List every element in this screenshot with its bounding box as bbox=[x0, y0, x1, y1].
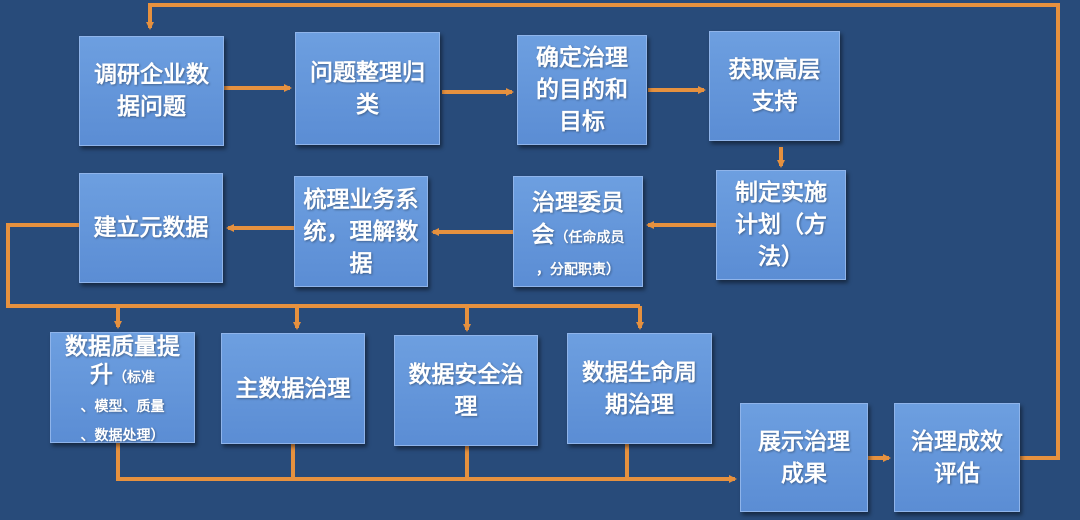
step-label: 数据质量提升 bbox=[65, 334, 180, 388]
step-get-exec-support: 获取高层支持 bbox=[709, 31, 840, 141]
step-label: 建立元数据 bbox=[93, 215, 209, 241]
step-survey-data-problems: 调研企业数据问题 bbox=[79, 36, 224, 146]
step-note: 、模型、质量 bbox=[80, 399, 165, 415]
step-note: 、数据处理） bbox=[80, 428, 165, 444]
step-label: 治理委员会 bbox=[531, 190, 625, 248]
branch-bus-top bbox=[6, 223, 640, 308]
step-label: 数据安全治理 bbox=[408, 361, 524, 420]
step-show-results: 展示治理成果 bbox=[740, 403, 868, 512]
step-build-metadata: 建立元数据 bbox=[79, 173, 223, 283]
step-label: 展示治理成果 bbox=[758, 428, 850, 487]
step-data-quality: 数据质量提升（标准、模型、质量、数据处理） bbox=[50, 332, 195, 444]
step-data-lifecycle: 数据生命周期治理 bbox=[567, 333, 712, 444]
feedback-loop-arrow bbox=[146, 3, 1060, 460]
step-classify-problems: 问题整理归类 bbox=[295, 32, 440, 145]
step-label: 调研企业数据问题 bbox=[94, 62, 209, 120]
step-label: 制定实施计划（方法） bbox=[735, 180, 827, 270]
step-understand-data: 梳理业务系统，理解数据 bbox=[294, 176, 428, 287]
step-define-goals: 确定治理的目的和目标 bbox=[517, 35, 647, 145]
step-note: ，分配职责） bbox=[536, 262, 620, 278]
step-master-data: 主数据治理 bbox=[221, 333, 365, 444]
merge-bus-bottom bbox=[116, 443, 737, 483]
step-note: （标准 bbox=[113, 370, 155, 386]
step-label: 问题整理归类 bbox=[310, 59, 425, 118]
step-label: 数据生命周期治理 bbox=[582, 359, 697, 418]
step-data-security: 数据安全治理 bbox=[394, 335, 538, 446]
step-label: 梳理业务系统，理解数据 bbox=[303, 186, 419, 277]
step-note: （任命成员 bbox=[554, 230, 625, 246]
step-governance-committee: 治理委员会（任命成员 ，分配职责） bbox=[513, 176, 643, 287]
step-label: 确定治理的目的和目标 bbox=[536, 45, 628, 135]
step-make-plan: 制定实施计划（方法） bbox=[716, 170, 846, 280]
step-evaluate: 治理成效评估 bbox=[894, 403, 1020, 512]
step-label: 获取高层支持 bbox=[728, 57, 821, 115]
step-label: 主数据治理 bbox=[235, 375, 351, 402]
step-label: 治理成效评估 bbox=[911, 428, 1003, 487]
